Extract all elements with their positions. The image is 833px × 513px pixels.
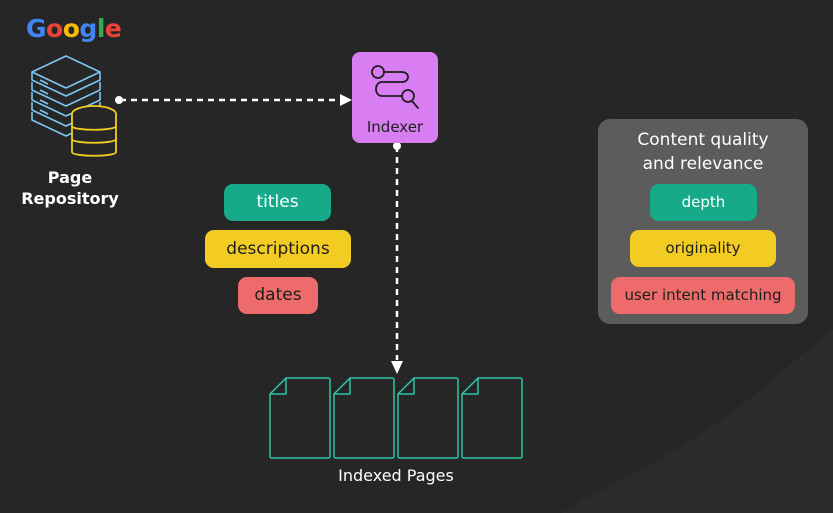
quality-pill-depth: depth — [650, 184, 757, 221]
document-fold — [270, 378, 287, 395]
arrow-start-dot — [393, 142, 401, 150]
google-logo-letter: o — [46, 14, 63, 43]
quality-pill-user-intent: user intent matching — [611, 277, 795, 314]
indexed-pages-label: Indexed Pages — [338, 466, 454, 485]
content-quality-title-line1: Content quality — [637, 130, 769, 150]
page-repository-label-line2: Repository — [21, 189, 119, 208]
document-fold — [334, 378, 351, 395]
google-logo-letter: g — [79, 14, 97, 43]
document-icon — [333, 377, 395, 459]
server-database-icon — [31, 55, 117, 157]
page-repository-label: Page Repository — [14, 167, 126, 209]
quality-pill-originality: originality — [630, 230, 776, 267]
document-icon — [397, 377, 459, 459]
google-logo-letter: o — [62, 14, 80, 43]
google-logo: Google — [26, 14, 122, 43]
indexer-label: Indexer — [366, 118, 424, 136]
field-pill-titles: titles — [224, 184, 331, 221]
page-repository-label-line1: Page — [47, 168, 93, 187]
arrow-start-dot — [115, 96, 123, 104]
indexer-node: Indexer — [352, 52, 438, 143]
field-pill-dates: dates — [238, 277, 318, 314]
content-quality-title: Content quality and relevance — [598, 128, 808, 176]
document-icon — [269, 377, 331, 459]
document-fold — [462, 378, 479, 395]
google-logo-letter: l — [96, 14, 106, 43]
document-icon — [461, 377, 523, 459]
document-fold — [398, 378, 415, 395]
route-path-icon — [371, 65, 419, 109]
content-quality-title-line2: and relevance — [642, 154, 764, 174]
arrow-head-down — [391, 361, 403, 374]
google-logo-letter: G — [26, 14, 47, 43]
arrow-head-right — [340, 94, 352, 106]
google-logo-letter: e — [104, 14, 122, 43]
field-pill-descriptions: descriptions — [205, 230, 351, 268]
indexed-pages-documents — [269, 377, 523, 459]
content-quality-panel: Content quality and relevance depth orig… — [598, 119, 808, 324]
